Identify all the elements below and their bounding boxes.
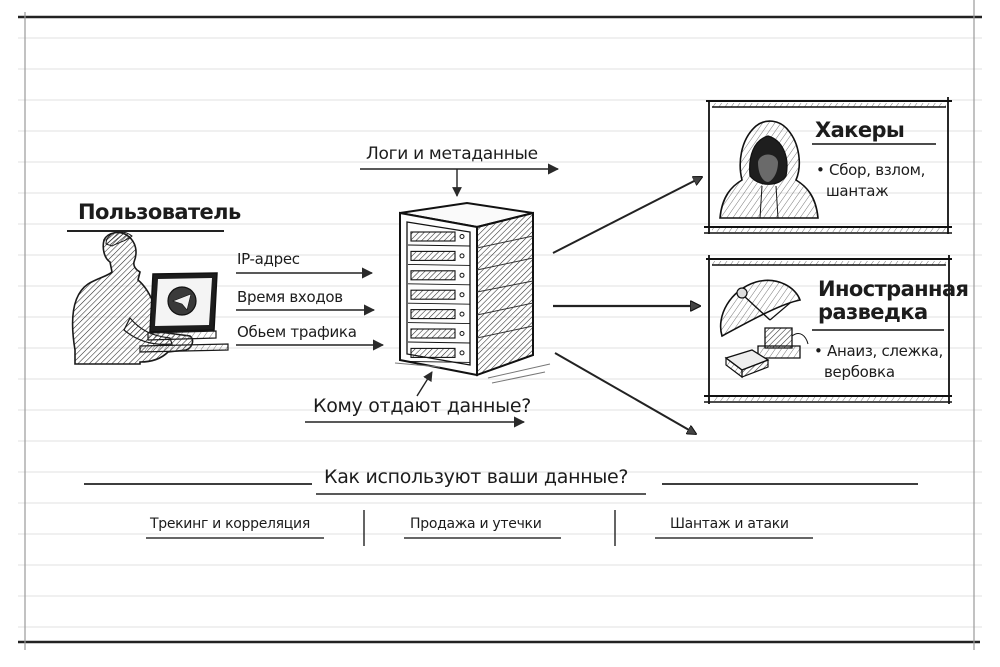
intelligence-bullet-line-2: вербовка	[824, 363, 895, 381]
rack-led-icon	[459, 253, 465, 259]
intelligence-bullet-line-1: Анаиз, слежка,	[827, 342, 943, 360]
intelligence-title-line-2: разведка	[818, 300, 928, 324]
arrow-to-unknown	[554, 352, 696, 434]
rack-led-icon	[459, 272, 465, 278]
rack-drive-slot	[410, 270, 456, 281]
user-label: Пользователь	[78, 200, 241, 224]
intelligence-title: Иностранная разведка	[818, 277, 969, 324]
rack-led-icon	[459, 292, 465, 298]
hackers-card-frame	[704, 97, 952, 234]
flow-label-traffic: Обьем трафика	[237, 323, 357, 341]
use-blackmail-attacks: Шантаж и атаки	[670, 516, 789, 532]
rack-led-icon	[459, 350, 465, 356]
rack-drive-slot	[410, 347, 456, 358]
rack-led-icon	[459, 311, 465, 317]
hackers-bullet-line-1: Сбор, взлом,	[829, 161, 926, 179]
flow-label-ip: IP-адрес	[237, 250, 300, 268]
intelligence-title-line-1: Иностранная	[818, 277, 969, 301]
satellite-dish-icon	[719, 279, 809, 379]
question-label: Кому отдают данные?	[313, 395, 532, 417]
server-rack-icon	[394, 201, 551, 384]
rack-drive-slot	[410, 231, 456, 242]
hooded-hacker-icon	[719, 120, 819, 219]
rack-unit-divider	[407, 283, 471, 286]
logs-label: Логи и метаданные	[366, 144, 538, 164]
how-used-title: Как используют ваши данные?	[324, 466, 629, 488]
use-tracking: Трекинг и корреляция	[150, 516, 310, 532]
rack-drive-slot	[410, 289, 456, 300]
user-at-computer-icon	[71, 231, 229, 365]
arrow-to-hackers	[552, 177, 702, 254]
hackers-bullet-line-2: шантаж	[826, 182, 889, 200]
rack-unit-divider	[407, 263, 471, 266]
flow-label-login-times: Время входов	[237, 288, 343, 306]
use-sales-leaks: Продажа и утечки	[410, 516, 542, 532]
intelligence-bullet: • Анаиз, слежка, вербовка	[814, 342, 943, 381]
rack-drive-slot	[410, 250, 456, 261]
rack-drive-slot	[410, 328, 456, 339]
rack-unit-divider	[407, 322, 471, 325]
rack-led-icon	[459, 234, 465, 239]
rack-unit-divider	[407, 341, 471, 344]
rack-led-icon	[459, 331, 465, 336]
rack-unit-divider	[407, 244, 471, 247]
hackers-title: Хакеры	[815, 118, 905, 142]
rack-drive-slot	[410, 309, 456, 320]
intelligence-card-frame	[704, 255, 952, 404]
hackers-bullet: • Сбор, взлом, шантаж	[816, 161, 926, 200]
rack-unit-divider	[407, 360, 471, 363]
rack-unit-divider	[407, 302, 471, 305]
question-to-server-arrow	[416, 371, 433, 397]
